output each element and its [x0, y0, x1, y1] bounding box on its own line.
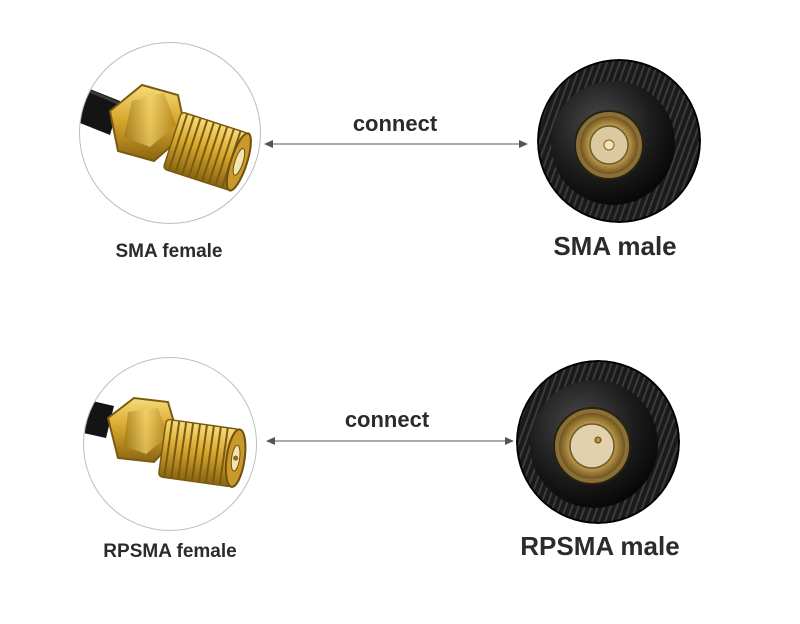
rpsma-male-image — [516, 360, 680, 524]
sma-male-label: SMA male — [553, 231, 677, 261]
rpsma-male-connector-icon — [516, 360, 680, 524]
double-arrow-icon-rpsma — [266, 437, 514, 445]
sma-male-connector-icon — [537, 59, 701, 223]
connector-pair-sma: SMA female connect SMA male — [0, 0, 800, 300]
rpsma-male-label: RPSMA male — [520, 531, 680, 561]
sma-female-connector-icon — [80, 83, 252, 192]
rpsma-female-image — [83, 357, 257, 531]
connect-label-rpsma: connect — [344, 407, 430, 432]
rpsma-female-label: RPSMA female — [103, 541, 237, 562]
double-arrow-icon — [264, 140, 528, 148]
connect-label: connect — [352, 111, 438, 136]
rpsma-female-connector-icon — [84, 396, 247, 488]
connector-pair-rpsma: RPSMA female connect RPSMA male — [0, 310, 800, 610]
sma-male-image — [537, 59, 701, 223]
sma-female-label: SMA female — [115, 241, 223, 262]
sma-female-image — [79, 42, 261, 224]
